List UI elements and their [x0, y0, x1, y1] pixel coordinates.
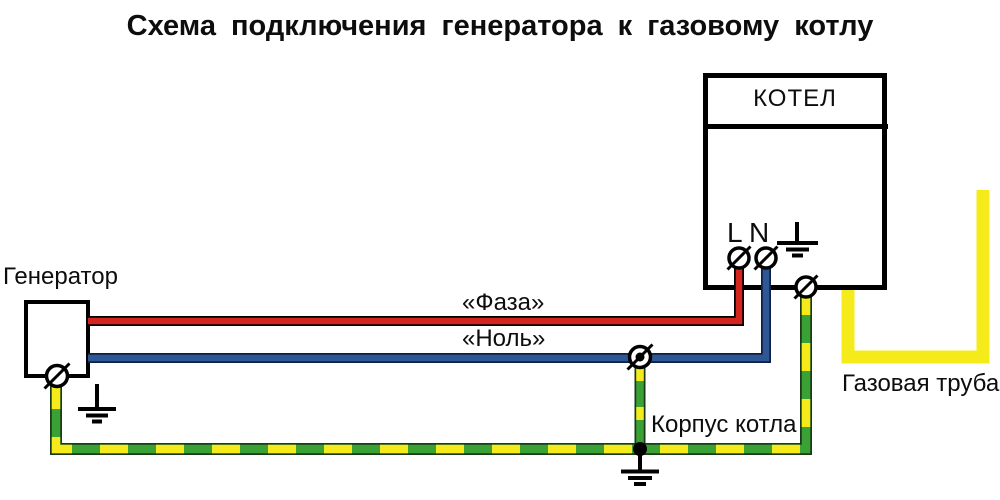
boiler-label: КОТЕЛ — [753, 85, 837, 112]
boiler-earth-ground-symbol — [777, 222, 818, 258]
diagram-title: Схема подключения генератора к газовому … — [126, 10, 874, 42]
phase-wire — [88, 262, 744, 326]
terminal-n — [753, 245, 779, 271]
terminal-l-label: L — [727, 217, 743, 248]
neutral-wire — [88, 262, 771, 363]
terminal-n-label: N — [749, 217, 770, 248]
generator-earth-ground-symbol — [78, 384, 116, 424]
neutral-wire-label: «Ноль» — [462, 325, 546, 352]
phase-wire-core — [88, 262, 743, 325]
terminal-generator — [43, 362, 71, 390]
generator-box — [24, 300, 90, 378]
neutral-wire-core — [88, 262, 770, 362]
phase-wire-outline — [88, 262, 744, 326]
boiler-casing-label: Корпус котла — [651, 411, 797, 438]
terminal-casing-clamp — [626, 343, 654, 371]
gas-pipe — [841, 190, 990, 364]
neutral-wire-outline — [88, 262, 771, 363]
ground-wire-yellow-dashes — [51, 290, 811, 454]
terminal-boiler-ground — [793, 274, 819, 300]
ground-wire — [50, 290, 812, 455]
phase-wire-label: «Фаза» — [462, 289, 545, 316]
generator-label: Генератор — [3, 263, 118, 290]
junction-dot — [633, 442, 647, 456]
gas-pipe-label: Газовая труба — [842, 370, 1000, 397]
bottom-earth-ground-symbol — [621, 453, 659, 486]
terminal-l — [726, 245, 752, 271]
